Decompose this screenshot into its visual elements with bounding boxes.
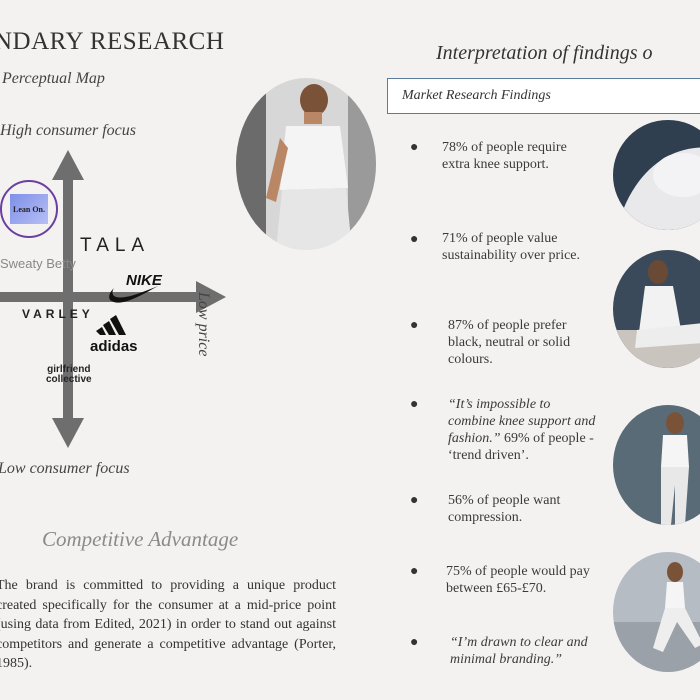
market-research-findings-box: Market Research Findings: [387, 78, 700, 114]
bullet-icon: ●: [410, 140, 419, 155]
bullet-icon: ●: [410, 635, 419, 650]
brand-tala: TALA: [80, 235, 151, 256]
finding-3: 87% of people prefer black, neutral or s…: [448, 318, 571, 367]
brand-girlfriend-collective: girlfriend collective: [46, 364, 92, 385]
brand-lean-on-logo: Lean On.: [0, 180, 58, 238]
bullet-icon: ●: [410, 397, 419, 412]
bullet-icon: ●: [410, 564, 419, 579]
nike-swoosh-icon: [109, 286, 158, 303]
brand-sweaty-betty: Sweaty Betty: [0, 256, 76, 271]
athlete-photo-image: [613, 405, 700, 525]
model-photo-oval: [236, 78, 376, 250]
competitive-advantage-text: The brand is committed to providing a un…: [0, 578, 336, 671]
page-title: NDARY RESEARCH: [0, 28, 225, 55]
finding-6: 75% of people would pay between £65-£70.: [446, 564, 590, 596]
athlete-photo-image: [613, 250, 700, 368]
vertical-arrow-up: [52, 150, 84, 180]
brand-adidas: adidas: [90, 315, 138, 355]
bullet-icon: ●: [410, 493, 419, 508]
competitive-advantage-heading: Competitive Advantage: [42, 527, 239, 551]
axis-label-high-consumer: High consumer focus: [0, 122, 136, 139]
horizontal-arrow-right: [196, 281, 226, 313]
axis-label-low-consumer: Low consumer focus: [0, 460, 130, 477]
photo-circle-knee: [613, 120, 700, 230]
adidas-stripes-icon: [95, 315, 126, 335]
brand-varley: VARLEY: [22, 307, 94, 321]
bullet-icon: ●: [410, 232, 419, 247]
findings-box-label: Market Research Findings: [402, 88, 551, 103]
photo-circle-running: [613, 552, 700, 672]
interpretation-heading: Interpretation of findings o: [436, 42, 653, 64]
athlete-photo-image: [236, 78, 376, 250]
photo-circle-standing: [613, 405, 700, 525]
vertical-arrow-down: [52, 418, 84, 448]
finding-2: 71% of people value sustainability over …: [442, 231, 581, 263]
perceptual-map-axes: [0, 150, 226, 448]
athlete-photo-image: [613, 552, 700, 672]
photo-circle-seated: [613, 250, 700, 368]
map-subtitle: Perceptual Map: [2, 70, 105, 87]
finding-1: 78% of people require extra knee support…: [442, 140, 567, 172]
finding-5: 56% of people want compression.: [448, 493, 561, 525]
finding-7: “I’m drawn to clear and minimal branding…: [450, 635, 588, 667]
axis-label-low-price: Low price: [195, 292, 212, 357]
bullet-icon: ●: [410, 318, 419, 333]
brand-nike: NIKE: [109, 272, 162, 303]
athlete-photo-image: [613, 120, 700, 230]
finding-4: “It’s impossible to combine knee support…: [448, 397, 596, 463]
